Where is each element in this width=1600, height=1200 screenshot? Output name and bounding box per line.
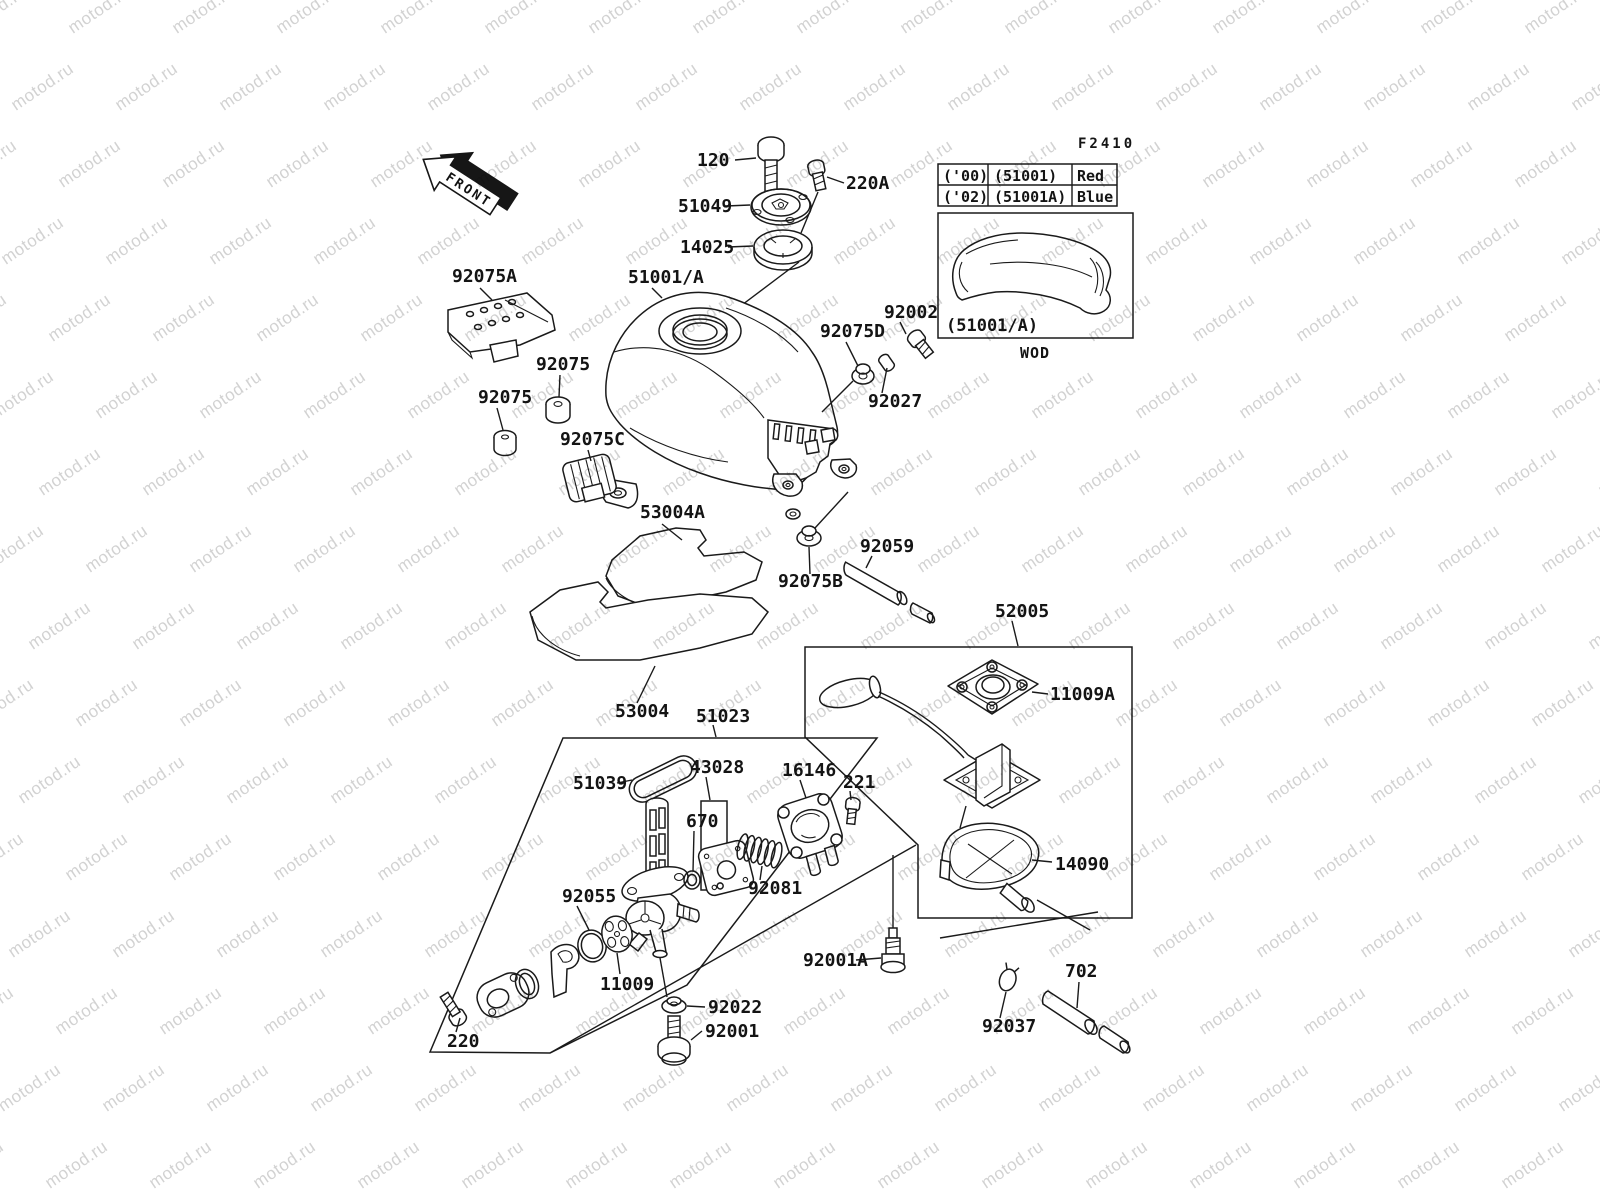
plate-43028: [697, 839, 755, 897]
part-label-92055: 92055: [562, 886, 616, 907]
bolt-92002: [906, 329, 935, 360]
washer-92022: [661, 996, 687, 1014]
part-label-51039: 51039: [573, 773, 627, 794]
damper-92075-left: [493, 429, 517, 457]
part-label-92075B: 92075B: [778, 571, 843, 592]
petcock-body: [621, 866, 700, 959]
clamp-92037: [998, 962, 1020, 992]
part-label-53004: 53004: [615, 701, 669, 722]
leader-lines: [455, 157, 1080, 1041]
tube-92059: [843, 561, 936, 624]
spring-92081: [736, 833, 783, 869]
pad-53004: [529, 581, 770, 661]
gauge-flange-11009A: [947, 659, 1039, 715]
part-label-52005: 52005: [995, 601, 1049, 622]
part-label-92002: 92002: [884, 302, 938, 323]
part-label-221: 221: [843, 772, 876, 793]
disc-11009: [601, 915, 633, 953]
part-label-92075: 92075: [536, 354, 590, 375]
part-label-92075A: 92075A: [452, 266, 517, 287]
gauge-kit-box-52005: [804, 646, 1133, 919]
front-arrow: FRONT: [422, 151, 519, 216]
table-cell-color-1: Red: [1077, 167, 1104, 185]
bracket-92075A: [447, 292, 556, 363]
table-cell-part-2: (51001A): [994, 188, 1066, 206]
part-label-92022: 92022: [708, 997, 762, 1018]
flange-16146: [777, 793, 843, 877]
damper-92075-right: [545, 396, 571, 424]
screw-220A: [807, 159, 827, 192]
tank-box-caption: (51001/A): [946, 316, 1038, 336]
screw-221: [844, 796, 861, 826]
fiche-code-text: F2410: [1078, 136, 1135, 152]
float-and-wire: [818, 675, 969, 759]
hose-702: [1041, 990, 1131, 1054]
kit-gasket-plate: [476, 972, 530, 1018]
cap-ring-14025: [753, 229, 813, 271]
part-label-92075D: 92075D: [820, 321, 885, 342]
table-cell-year-1: ('00): [943, 167, 988, 185]
part-label-51049: 51049: [678, 196, 732, 217]
kit-clip: [550, 943, 580, 999]
fuel-tank: [599, 291, 858, 520]
table-cell-part-1: (51001): [994, 167, 1057, 185]
part-label-14090: 14090: [1055, 854, 1109, 875]
oring-670: [683, 870, 701, 890]
rubber-92075C: [562, 453, 617, 503]
ring-51039: [628, 755, 698, 803]
part-label-220: 220: [447, 1031, 480, 1052]
collar-92027: [877, 353, 896, 372]
gauge-sender-unit: [943, 743, 1041, 809]
part-label-92081: 92081: [748, 878, 802, 899]
tray-14090: [939, 822, 1040, 913]
part-label-92001: 92001: [705, 1021, 759, 1042]
part-label-92027: 92027: [868, 391, 922, 412]
part-label-220A: 220A: [846, 173, 890, 194]
part-label-92059: 92059: [860, 536, 914, 557]
part-label-16146: 16146: [782, 760, 836, 781]
table-cell-year-2: ('02): [943, 188, 988, 206]
part-label-11009A: 11009A: [1050, 684, 1115, 705]
bolt-92001: [657, 1015, 691, 1066]
part-label-43028: 43028: [690, 757, 744, 778]
grommet-92075B: [796, 525, 822, 547]
part-label-14025: 14025: [680, 237, 734, 258]
part-label-92037: 92037: [982, 1016, 1036, 1037]
part-label-92075: 92075: [478, 387, 532, 408]
kit-oval-ring: [514, 968, 540, 1000]
grommet-92075D: [851, 363, 875, 385]
tank-box-footer: WOD: [1020, 344, 1050, 362]
part-label-53004A: 53004A: [640, 502, 705, 523]
screw-220: [439, 991, 468, 1027]
part-label-92075C: 92075C: [560, 429, 625, 450]
part-labels: 120220A510491402551001/A92075A9207592075…: [447, 150, 1115, 1052]
part-label-51023: 51023: [696, 706, 750, 727]
part-label-92001A: 92001A: [803, 950, 868, 971]
fiche-code: F2410: [1078, 136, 1135, 152]
part-label-702: 702: [1065, 961, 1098, 982]
color-table: ('00) (51001) Red ('02) (51001A) Blue: [937, 163, 1118, 207]
fuel-cap-51049: [750, 188, 812, 226]
part-label-51001/A: 51001/A: [628, 267, 704, 288]
table-cell-color-2: Blue: [1077, 188, 1113, 206]
bolt-92001A: [880, 927, 906, 974]
tank-color-box: (51001/A) WOD: [937, 212, 1134, 362]
bolt-120: [757, 136, 785, 206]
part-label-11009: 11009: [600, 974, 654, 995]
part-label-120: 120: [697, 150, 730, 171]
part-label-670: 670: [686, 811, 719, 832]
